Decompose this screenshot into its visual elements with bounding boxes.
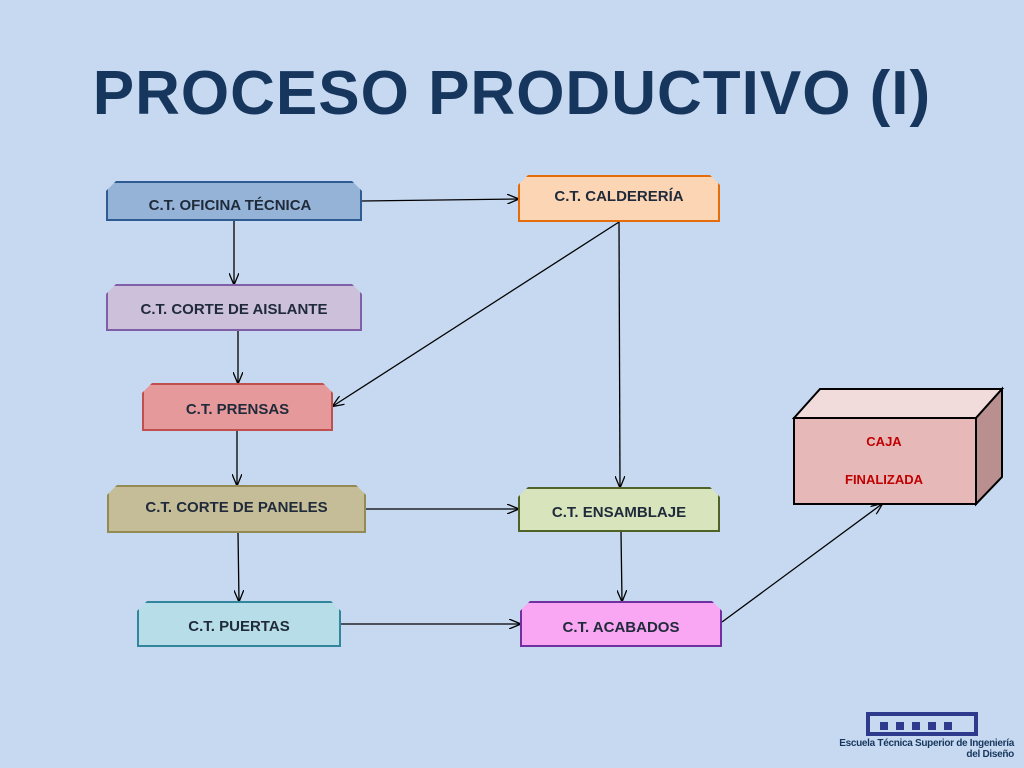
final-box-top: [791, 388, 1005, 419]
school-logo-icon: [866, 712, 978, 736]
node-puertas[interactable]: C.T. PUERTAS: [137, 601, 341, 647]
page-title: PROCESO PRODUCTIVO (I): [92, 59, 932, 128]
node-label: C.T. CORTE DE PANELES: [145, 498, 328, 516]
node-corte-paneles[interactable]: C.T. CORTE DE PANELES: [107, 485, 366, 533]
arrow-acabados-to-final-box: [721, 504, 882, 623]
node-corte-aislante[interactable]: C.T. CORTE DE AISLANTE: [106, 284, 362, 331]
node-label: C.T. PRENSAS: [185, 400, 290, 418]
school-name: Escuela Técnica Superior de Ingeniería d…: [839, 738, 1014, 760]
node-prensas[interactable]: C.T. PRENSAS: [142, 383, 333, 431]
arrow-caldereria-to-prensas: [333, 221, 620, 406]
arrow-corte-paneles-to-puertas: [238, 532, 239, 601]
node-label: C.T. OFICINA TÉCNICA: [148, 196, 312, 214]
final-box-line1: CAJA: [866, 434, 902, 449]
final-box-front: [793, 417, 977, 505]
node-label: C.T. CORTE DE AISLANTE: [140, 301, 328, 318]
node-label: C.T. PUERTAS: [188, 617, 290, 635]
node-ensamblaje[interactable]: C.T. ENSAMBLAJE: [518, 487, 720, 532]
node-label: C.T. ENSAMBLAJE: [551, 504, 687, 521]
final-box: [791, 386, 1005, 507]
final-box-label: CAJA FINALIZADA: [794, 418, 974, 504]
arrow-oficina-tecnica-to-caldereria: [361, 199, 518, 201]
node-acabados[interactable]: C.T. ACABADOS: [520, 601, 722, 647]
node-label: C.T. CALDERERÍA: [554, 188, 684, 205]
node-caldereria[interactable]: C.T. CALDERERÍA: [518, 175, 720, 222]
node-label: C.T. ACABADOS: [562, 618, 680, 636]
arrow-ensamblaje-to-acabados: [621, 531, 622, 601]
arrow-caldereria-to-ensamblaje: [619, 221, 620, 487]
node-oficina-tecnica[interactable]: C.T. OFICINA TÉCNICA: [106, 181, 362, 221]
final-box-line2: FINALIZADA: [845, 472, 923, 487]
